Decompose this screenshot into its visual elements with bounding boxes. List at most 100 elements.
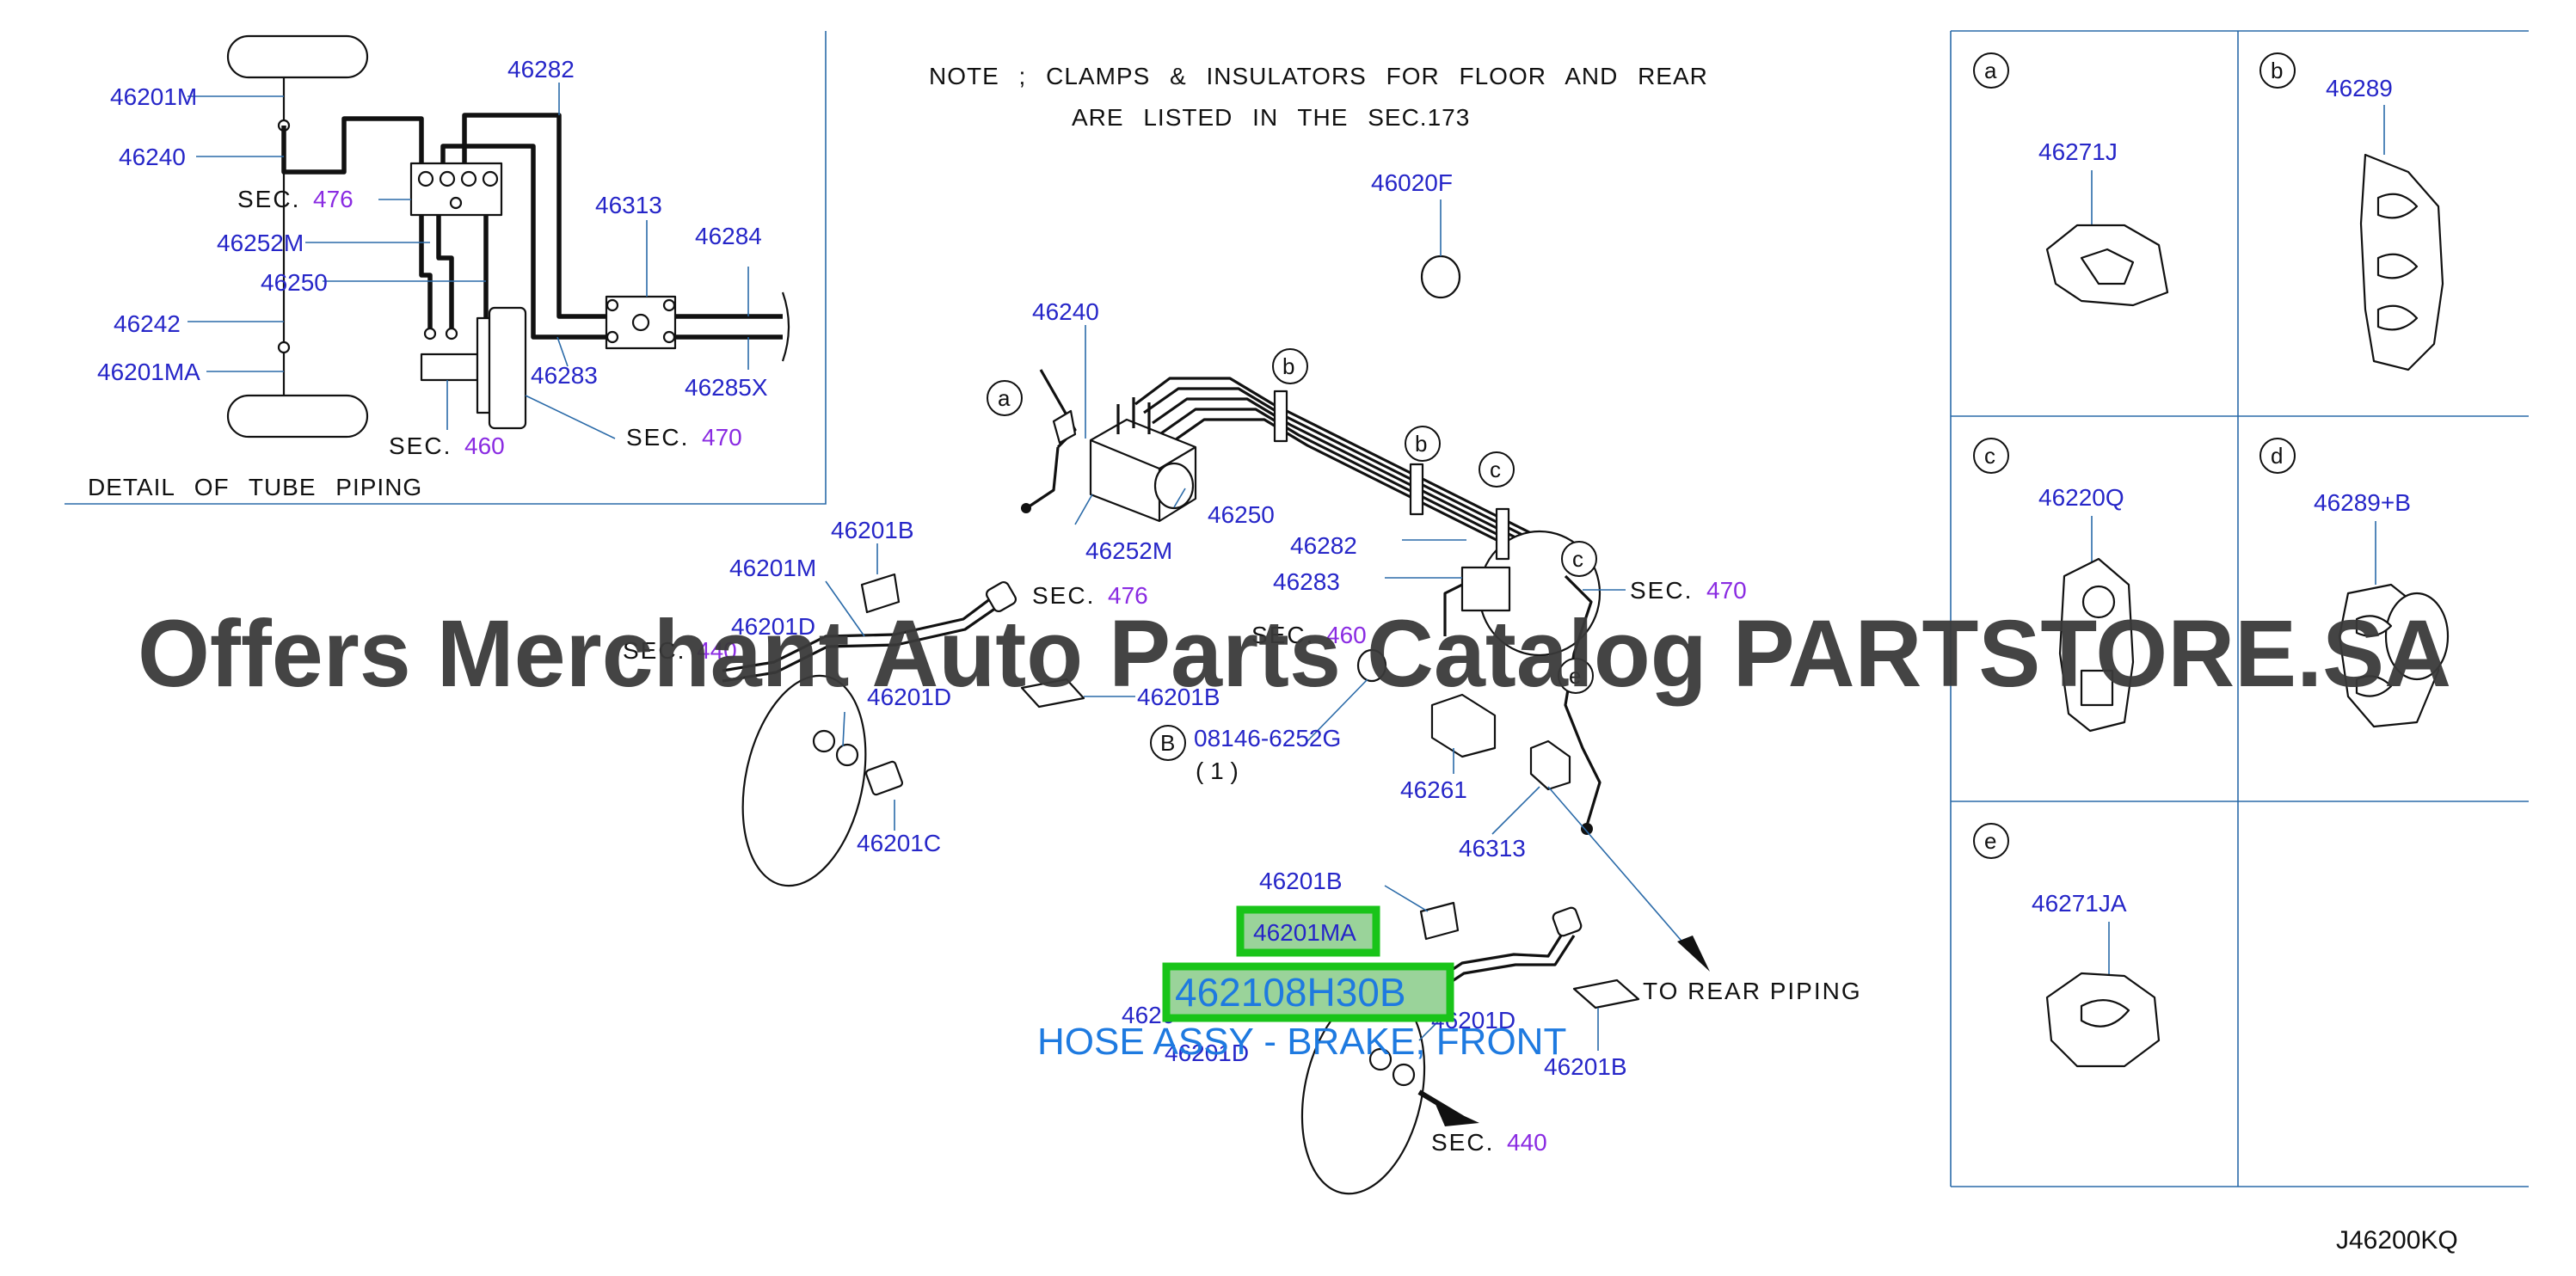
detail-booster <box>488 306 527 430</box>
clip-letter: e <box>1984 828 1996 854</box>
grommet-46020F <box>1420 255 1461 299</box>
clamp-b-1 <box>1273 390 1288 443</box>
watermark: Offers Merchant Auto Parts Catalog PARTS… <box>138 601 2451 707</box>
highlight-group[interactable]: 46201MA 462108H30B HOSE ASSY - BRAKE, FR… <box>1037 905 1566 1063</box>
detail-pipe-4 <box>436 215 454 332</box>
label-08146-6252G: 08146-6252G <box>1194 725 1341 751</box>
sec-470: 470 <box>1706 577 1747 604</box>
label-46261: 46261 <box>1400 776 1467 803</box>
clamp-c-1 <box>1495 507 1510 561</box>
clamp-a <box>1052 409 1077 445</box>
circle-letter-B: B <box>1160 730 1175 756</box>
clip-letter: a <box>1984 58 1997 83</box>
sec-460: 460 <box>1326 622 1367 648</box>
clip-grid: a 46271J b 46289 c 46220Q <box>1950 30 2529 1187</box>
sec-440: 440 <box>697 637 737 664</box>
label-46283: 46283 <box>531 362 598 389</box>
clip-cell-c: c 46220Q <box>1973 438 2135 733</box>
highlight-description: HOSE ASSY - BRAKE, FRONT <box>1037 1021 1566 1063</box>
clip-part-46289: 46289 <box>2326 75 2393 101</box>
sec-476: 476 <box>1108 582 1148 609</box>
bolt-46201C <box>864 760 904 796</box>
front-rotor-left <box>741 674 867 887</box>
sec-476: 476 <box>313 186 354 212</box>
clip-cell-a: a 46271J <box>1973 52 2169 307</box>
label-46201D: 46201D <box>1165 1040 1249 1066</box>
label-46242: 46242 <box>114 310 181 337</box>
label-46201B: 46201B <box>1137 684 1220 710</box>
detail-tube-piping: 46201M 46240 46282 SEC. 476 46313 46284 … <box>65 31 827 505</box>
diagram-code: J46200KQ <box>2336 1226 2458 1255</box>
label-46201MA: 46201MA <box>97 359 200 385</box>
clip-part-46271J: 46271J <box>2038 138 2118 165</box>
label-46201D: 46201D <box>867 684 951 710</box>
bolt-08146 <box>1356 648 1387 683</box>
label-46201C: 46201C <box>857 830 941 856</box>
label-46240: 46240 <box>1032 298 1099 325</box>
highlight-box-small[interactable] <box>1236 905 1380 957</box>
sec-word: SEC. <box>1431 1129 1494 1156</box>
sec-word: SEC. <box>1630 577 1693 604</box>
label-46250: 46250 <box>1208 501 1275 528</box>
label-46285X: 46285X <box>685 374 768 401</box>
detail-caption: DETAIL OF TUBE PIPING <box>88 474 422 500</box>
sec-440: 440 <box>1507 1129 1547 1156</box>
note-line-2: ARE LISTED IN THE SEC.173 <box>1072 104 1470 131</box>
label-46282: 46282 <box>507 56 575 83</box>
sec-470: 470 <box>702 424 742 451</box>
label-46240: 46240 <box>119 144 186 170</box>
master-cylinder <box>1460 566 1511 612</box>
circle-letter-c: c <box>1572 546 1583 572</box>
label-46282: 46282 <box>1290 532 1357 559</box>
label-46201B: 46201B <box>831 517 914 543</box>
label-46252M: 46252M <box>1085 537 1172 564</box>
sec-460: 460 <box>464 432 505 459</box>
label-46283: 46283 <box>1273 568 1340 595</box>
note-block: NOTE ; CLAMPS & INSULATORS FOR FLOOR AND… <box>929 63 1708 131</box>
label-46201B: 46201B <box>1544 1053 1627 1080</box>
sec-word: SEC. <box>389 432 452 459</box>
clip-part-46289+B: 46289+B <box>2314 489 2411 516</box>
label-46020F: 46020F <box>1371 169 1453 196</box>
clip-letter: c <box>1984 443 1995 469</box>
note-line-1: NOTE ; CLAMPS & INSULATORS FOR FLOOR AND… <box>929 63 1708 89</box>
detail-pipe-1 <box>281 116 424 175</box>
label-bolt-qty: ( 1 ) <box>1196 758 1239 784</box>
sec-word: SEC. <box>623 637 685 664</box>
sec-word: SEC. <box>1251 622 1314 648</box>
detail-frame <box>65 31 827 505</box>
sec-word: SEC. <box>237 186 300 212</box>
detail-master-cylinder <box>420 353 479 382</box>
circle-letter-b: b <box>1282 353 1294 379</box>
circle-letter-a: a <box>998 385 1011 411</box>
clip-letter: d <box>2271 443 2283 469</box>
label-46284: 46284 <box>695 223 762 249</box>
clip-46201B <box>1020 678 1085 709</box>
clamp-b-2 <box>1409 463 1424 516</box>
label-46252M: 46252M <box>217 230 304 256</box>
clip-cell-b: b 46289 <box>2259 52 2444 371</box>
highlight-box-big[interactable] <box>1162 962 1454 1022</box>
clip-part-46220Q: 46220Q <box>2038 484 2124 511</box>
highlight-part-small[interactable]: 46201MA <box>1253 919 1356 946</box>
valve-46313 <box>1529 739 1571 791</box>
detail-pipe-6 <box>419 215 433 332</box>
clip-cell-e: e 46271JA <box>1973 823 2161 1068</box>
main-assembly: 46020F a <box>623 169 1862 1195</box>
clip-46201B <box>860 573 901 614</box>
label-46250: 46250 <box>261 269 328 296</box>
detail-wheel-front <box>226 34 369 79</box>
label-46201M: 46201M <box>110 83 197 110</box>
rear-piping-arrow <box>1677 936 1710 972</box>
clip-part-46271JA: 46271JA <box>2032 890 2127 917</box>
label-46313: 46313 <box>1459 835 1526 862</box>
sec-word: SEC. <box>1032 582 1095 609</box>
detail-wheel-rear <box>226 394 369 439</box>
circle-letter-e: e <box>1569 663 1581 689</box>
highlight-part-big[interactable]: 462108H30B <box>1175 970 1406 1015</box>
rear-piping-label: TO REAR PIPING <box>1643 978 1862 1004</box>
label-46201D: 46201D <box>731 613 815 640</box>
clip-cell-d: d 46289+B <box>2259 438 2450 728</box>
circle-letter-b: b <box>1415 431 1427 457</box>
